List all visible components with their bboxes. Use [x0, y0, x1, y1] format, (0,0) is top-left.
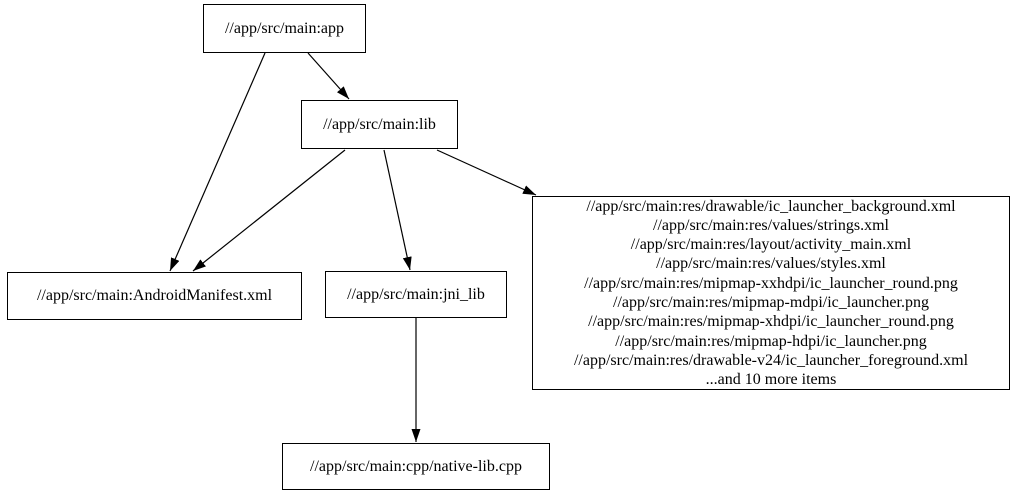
- node-native-lib-cpp-label: //app/src/main:cpp/native-lib.cpp: [310, 457, 522, 475]
- node-lib-label: //app/src/main:lib: [323, 115, 436, 133]
- node-android-manifest-label: //app/src/main:AndroidManifest.xml: [36, 287, 273, 305]
- edge-lib-to-jni-lib: [383, 149, 412, 271]
- node-app: //app/src/main:app: [203, 4, 366, 53]
- node-android-manifest: //app/src/main:AndroidManifest.xml: [7, 272, 302, 320]
- node-res-file-group: //app/src/main:res/drawable/ic_launcher_…: [532, 196, 1010, 390]
- node-native-lib-cpp: //app/src/main:cpp/native-lib.cpp: [282, 443, 550, 490]
- node-jni-lib: //app/src/main:jni_lib: [325, 271, 507, 318]
- edge-app-to-lib: [307, 52, 350, 100]
- edge-app-to-manifest: [169, 52, 266, 272]
- edge-lib-to-manifest: [192, 149, 346, 272]
- node-res-file-group-lines: //app/src/main:res/drawable/ic_launcher_…: [573, 197, 969, 389]
- node-lib: //app/src/main:lib: [301, 100, 458, 149]
- node-jni-lib-label: //app/src/main:jni_lib: [347, 285, 485, 303]
- edge-lib-to-res-group: [436, 149, 537, 196]
- node-app-label: //app/src/main:app: [224, 19, 345, 37]
